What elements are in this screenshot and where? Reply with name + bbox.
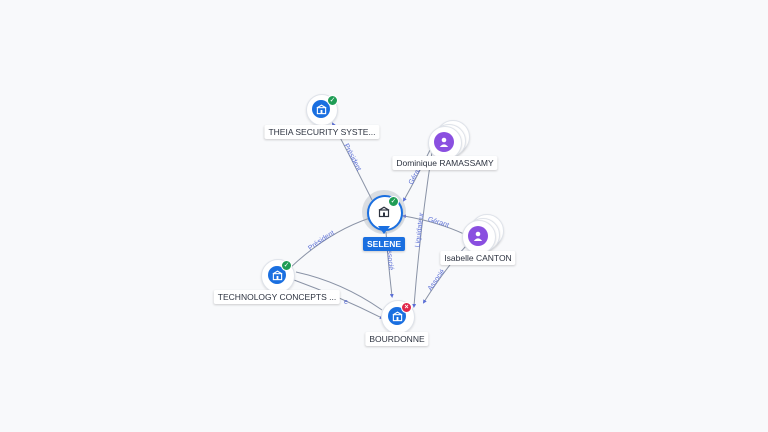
node-selene-disc [375, 203, 393, 221]
node-selene-label[interactable]: SELENE [362, 237, 406, 251]
node-bourdonne-label[interactable]: BOURDONNE [365, 332, 429, 346]
person-icon [439, 137, 449, 147]
edge-label-selene-bourdonne: Associé [385, 245, 394, 270]
closed-status-cross-icon: × [401, 302, 412, 313]
node-isabelle-disc [468, 226, 488, 246]
active-status-check-icon: ✓ [327, 95, 338, 106]
person-icon [473, 231, 483, 241]
edge-label-theia-selene: Président [342, 143, 362, 173]
edge-isabelle-bourdonne [422, 245, 467, 304]
edge-isabelle-selene [402, 214, 465, 235]
edge-label-selene-techno: Président [307, 230, 336, 253]
node-dominique-label[interactable]: Dominique RAMASSAMY [392, 156, 498, 170]
building-icon [316, 103, 326, 114]
building-icon [272, 269, 282, 280]
node-theia-disc [312, 100, 330, 118]
node-techno-disc [268, 266, 286, 284]
building-icon [392, 310, 402, 321]
node-isabelle-label[interactable]: Isabelle CANTON [440, 251, 516, 265]
active-status-check-icon: ✓ [388, 196, 399, 207]
edge-techno-bourdonne-2 [295, 271, 383, 311]
edge-dominique-selene [403, 149, 431, 202]
node-bourdonne-disc [388, 307, 406, 325]
edge-label-dominique-bourdonne: Liquidateur [415, 212, 426, 248]
edge-label-isabelle-selene: Gérant [427, 216, 450, 229]
edge-label-isabelle-bourdonne: Associé [427, 268, 447, 292]
edge-label-techno-bourdonne: e [344, 299, 348, 306]
building-icon [378, 206, 390, 218]
edge-selene-techno [288, 217, 371, 270]
node-dominique-disc [434, 132, 454, 152]
node-techno-label[interactable]: TECHNOLOGY CONCEPTS ... [213, 290, 341, 304]
node-theia-label[interactable]: THEIA SECURITY SYSTE... [264, 125, 380, 139]
active-status-check-icon: ✓ [281, 260, 292, 271]
